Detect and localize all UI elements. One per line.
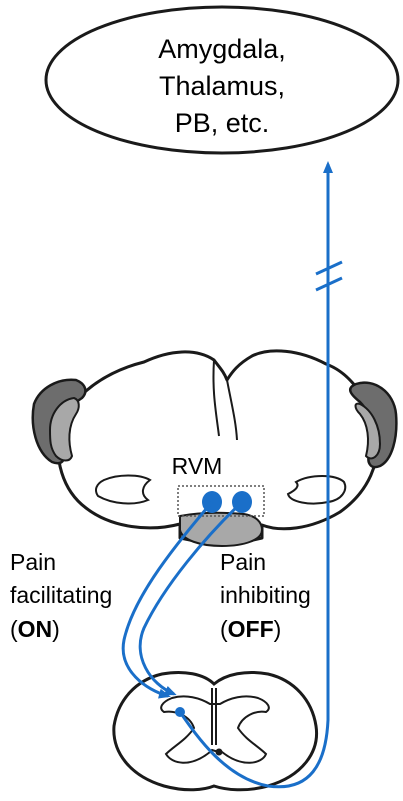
pyramids [180,513,262,546]
inhibiting-label-line-3: (OFF) [220,616,281,642]
facilitating-close-paren: ) [52,616,60,642]
target-label-line-3: PB, etc. [175,108,270,138]
target-label-line-2: Thalamus, [159,71,285,101]
inhibiting-close-paren: ) [274,616,282,642]
inhibiting-label-line-1: Pain [220,549,266,575]
off-cell-label: OFF [228,616,274,642]
brainstem-section [33,351,397,546]
inhibiting-label-line-2: inhibiting [220,582,311,608]
dorsal-horn-terminal [175,707,185,717]
facilitating-label-line-2: facilitating [10,582,112,608]
target-label-line-1: Amygdala, [158,34,286,64]
facilitating-label-line-3: (ON) [10,616,60,642]
on-cell-label: ON [18,616,53,642]
central-canal [216,749,223,756]
rvm-label: RVM [172,453,223,479]
facilitating-label-line-1: Pain [10,549,56,575]
spinal-cord-section [114,672,317,789]
left-inner-structure [96,476,150,504]
